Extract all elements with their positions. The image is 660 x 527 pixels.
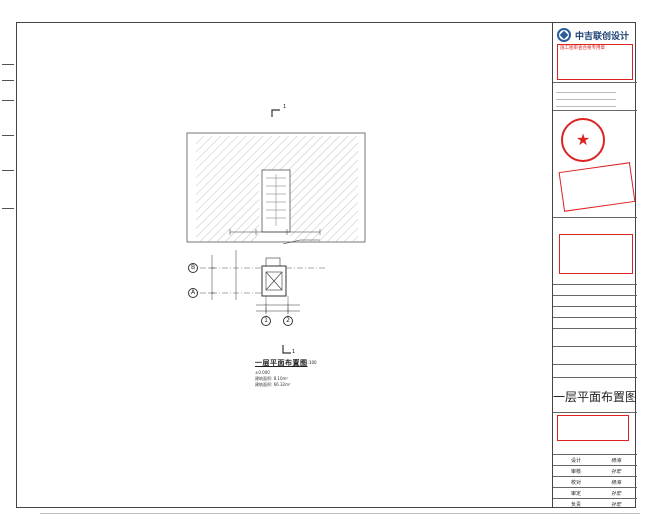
floor-plan-svg bbox=[186, 109, 366, 354]
section-label-bottom: 1 bbox=[292, 349, 296, 355]
axis-col-1: 1 bbox=[261, 316, 271, 326]
axis-col-2: 2 bbox=[283, 316, 293, 326]
section-mark-bottom bbox=[282, 345, 291, 354]
license-lines bbox=[556, 86, 616, 107]
plan-scale: 1:100 bbox=[305, 360, 317, 365]
floor-plan-area: 1 1 B A 1 2 一层平面布置图 1:100 ±0.000 建筑面积: 8… bbox=[186, 104, 366, 388]
left-margin-marks bbox=[0, 60, 16, 210]
plan-notes: ±0.000 建筑面积: 8.10m² 建筑面积: 66.32m² bbox=[255, 370, 291, 388]
hatched-region-mid bbox=[259, 136, 290, 170]
personnel-row: 设计 杨海 bbox=[553, 454, 637, 466]
personnel-signature: 杨海 bbox=[611, 458, 622, 464]
building-outline bbox=[186, 132, 366, 243]
section-label-top: 1 bbox=[283, 104, 287, 110]
plan-note: 建筑面积: 8.10m² bbox=[255, 376, 289, 381]
registration-stamp bbox=[559, 234, 633, 274]
title-block-drawing-title: 一层平面布置图 bbox=[553, 390, 638, 404]
plan-note: 建筑面积: 66.32m² bbox=[255, 382, 291, 387]
personnel-row: 审定 孙宏 bbox=[553, 487, 637, 499]
personnel-signature: 杨海 bbox=[611, 480, 622, 486]
hatched-region-right bbox=[290, 136, 358, 242]
section-mark-top bbox=[271, 109, 280, 117]
personnel-role: 校对 bbox=[571, 480, 582, 486]
shaft-inner bbox=[265, 271, 283, 291]
plan-title: 一层平面布置图 bbox=[255, 359, 308, 367]
personnel-signature: 孙宏 bbox=[611, 491, 622, 497]
review-stamp bbox=[558, 162, 636, 212]
bottom-rule bbox=[40, 513, 640, 514]
qualification-stamp: 施工图审查合格专用章 bbox=[557, 44, 633, 80]
personnel-role: 设计 bbox=[571, 458, 582, 464]
company-name: 中吉联创设计 bbox=[575, 32, 630, 42]
personnel-row: 校对 杨海 bbox=[553, 476, 637, 488]
stamp-text: 施工图审查合格专用章 bbox=[560, 46, 605, 51]
personnel-signature: 孙宏 bbox=[611, 469, 622, 475]
personnel-role: 审定 bbox=[571, 491, 582, 497]
axis-row-A: A bbox=[188, 288, 198, 298]
shaft-top bbox=[265, 257, 281, 267]
seal-star-icon: ★ bbox=[575, 130, 591, 149]
company-round-seal: ★ bbox=[561, 118, 605, 162]
personnel-role: 负责 bbox=[571, 502, 582, 508]
personnel-signature: 孙宏 bbox=[611, 502, 622, 508]
personnel-row: 审核 孙宏 bbox=[553, 465, 637, 477]
hatched-region-left bbox=[196, 136, 259, 242]
personnel-row: 负责 孙宏 bbox=[553, 498, 637, 510]
project-stamp bbox=[557, 415, 629, 441]
title-block: 中吉联创设计 施工图审查合格专用章 ★ 一层平面布置图 设计 杨 bbox=[552, 22, 638, 510]
axis-row-B: B bbox=[188, 263, 198, 273]
personnel-role: 审核 bbox=[571, 469, 582, 475]
company-logo-icon bbox=[557, 28, 571, 42]
drawing-frame bbox=[16, 22, 636, 508]
plan-note: ±0.000 bbox=[255, 370, 270, 375]
